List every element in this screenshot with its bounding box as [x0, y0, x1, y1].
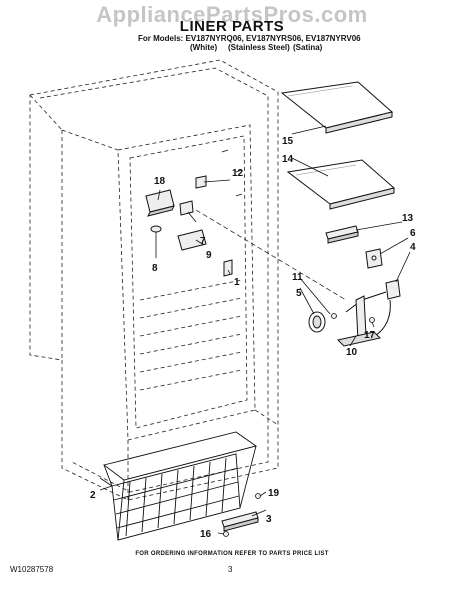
callout-19: 19: [268, 488, 280, 499]
callout-2: 2: [90, 490, 96, 501]
basket-support-3: [221, 511, 259, 532]
glass-shelf-14: [286, 159, 396, 210]
callout-8: 8: [152, 263, 158, 274]
switch-6: [365, 248, 383, 269]
finish-white: (White): [190, 43, 218, 52]
callout-11: 11: [292, 272, 303, 283]
freezer-basket-2: [99, 431, 258, 541]
models-line: For Models: EV187NYRQ06, EV187NYRS06, EV…: [138, 34, 361, 43]
glass-shelf-15: [280, 81, 394, 134]
callout-5: 5: [296, 288, 302, 299]
light-switch-7: [179, 200, 194, 216]
shelf-bracket-13: [325, 225, 359, 244]
callout-7: 7: [200, 236, 206, 247]
callout-17: 17: [364, 330, 376, 341]
callout-1: 1: [234, 277, 240, 288]
screw-19: [255, 493, 261, 499]
callout-4: 4: [410, 242, 416, 253]
leader-lines: [99, 125, 411, 535]
page-title: LINER PARTS: [179, 18, 285, 35]
control-bracket-10: [337, 295, 381, 347]
liner-fasteners: [221, 149, 243, 197]
light-socket-12: [195, 175, 207, 189]
callout-12: 12: [232, 168, 244, 179]
document-number: W10287578: [10, 565, 54, 574]
callout-9: 9: [206, 250, 212, 261]
page-number: 3: [228, 565, 233, 574]
screw-11: [331, 313, 337, 319]
callout-18: 18: [154, 176, 166, 187]
control-knob-5: [308, 311, 326, 333]
callout-3: 3: [266, 514, 272, 525]
light-bracket-9: [177, 229, 207, 251]
callout-16: 16: [200, 529, 212, 540]
finish-stainless-steel: (Stainless Steel): [228, 43, 290, 52]
light-cover-1: [223, 259, 233, 277]
callout-15: 15: [282, 136, 294, 147]
watermark: AppliancePartsPros.com: [96, 2, 368, 27]
ordering-note: FOR ORDERING INFORMATION REFER TO PARTS …: [135, 551, 329, 557]
callout-6: 6: [410, 228, 416, 239]
screw-17: [369, 317, 375, 323]
callout-13: 13: [402, 213, 414, 224]
cabinet-liner-outline: [29, 59, 279, 501]
light-bulb-8: [150, 225, 162, 233]
screw-16: [223, 531, 229, 537]
callout-14: 14: [282, 154, 294, 165]
finish-satina: (Satina): [293, 43, 323, 52]
callout-10: 10: [346, 347, 358, 358]
light-housing-18: [145, 189, 175, 217]
